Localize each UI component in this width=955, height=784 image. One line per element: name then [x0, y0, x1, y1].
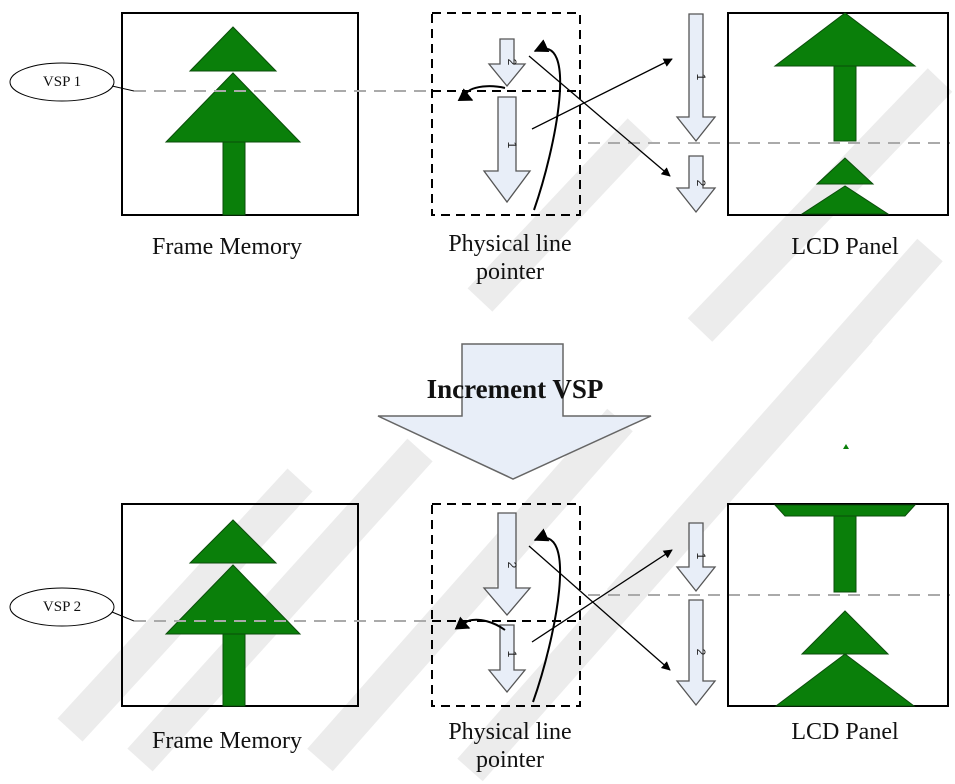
pointer-arrow-label-2-bottom: 2 — [505, 562, 519, 569]
lcd-arrow-2 — [675, 155, 717, 214]
vsp-marker — [9, 62, 115, 102]
pointer-arrow-1-bottom — [487, 624, 527, 694]
vsp-2-label: VSP 2 — [42, 599, 82, 615]
pointer-caption: Physical line pointer — [448, 231, 572, 285]
bottom-section — [9, 503, 950, 707]
tree-frame-memory — [164, 26, 302, 216]
lcd-panel-caption-bottom: LCD Panel — [791, 719, 899, 745]
tree-frame-memory-2 — [164, 519, 302, 707]
top-section — [9, 12, 950, 216]
pointer-arrow-label-1-bottom: 1 — [505, 651, 519, 658]
frame-memory-caption-bottom: Frame Memory — [152, 728, 302, 754]
tree-lcd-bottom — [773, 504, 917, 707]
pointer-arrow-2 — [487, 38, 527, 88]
lcd-arrow-label-2: 2 — [694, 180, 708, 187]
pointer-arrow-1 — [482, 96, 532, 204]
lcd-panel-caption: LCD Panel — [791, 234, 899, 260]
increment-vsp-label: Increment VSP — [426, 374, 604, 404]
lcd-arrow-1-bottom — [675, 522, 717, 593]
vsp-marker-2 — [9, 587, 115, 627]
pointer-box — [431, 12, 581, 216]
pointer-arrow-label-1: 1 — [505, 142, 519, 149]
lcd-panel-box — [727, 12, 949, 216]
lcd-arrow-1 — [675, 13, 717, 143]
increment-arrow — [377, 343, 652, 480]
vsp-1-label: VSP 1 — [42, 74, 82, 90]
lcd-arrow-label-1: 1 — [694, 74, 708, 81]
pointer-arrow-2-bottom — [482, 512, 532, 617]
frame-memory-caption: Frame Memory — [152, 234, 302, 260]
pointer-arrow-label-2: 2 — [505, 59, 519, 66]
tree-lcd-top — [773, 12, 917, 215]
pointer-caption-bottom: Physical line pointer — [448, 719, 572, 773]
lcd-arrow-label-2-bottom: 2 — [694, 649, 708, 656]
lcd-arrow-2-bottom — [675, 599, 717, 707]
lcd-arrow-label-1-bottom: 1 — [694, 553, 708, 560]
pointer-box-2 — [431, 503, 581, 707]
